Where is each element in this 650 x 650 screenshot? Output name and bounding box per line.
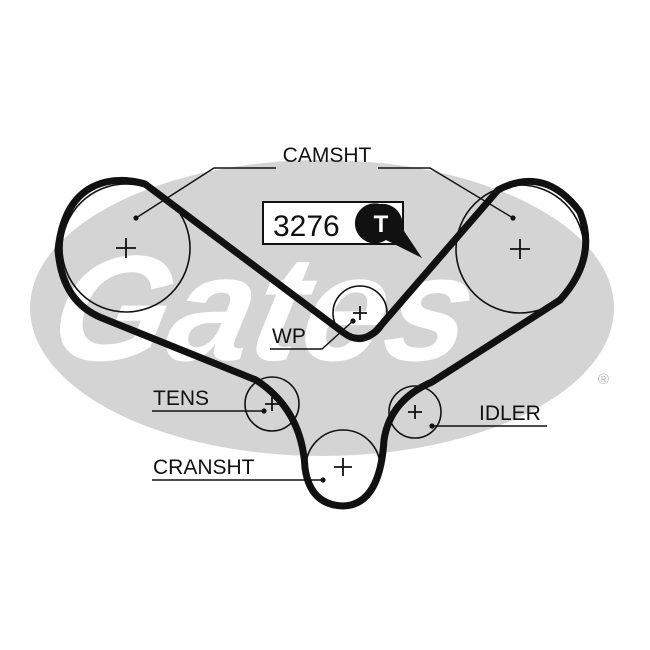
water-pump-label: WP (272, 325, 306, 348)
timing-belt (54, 176, 590, 510)
idler-pulley (388, 385, 442, 439)
watermark-oval (30, 160, 614, 456)
registered-mark: ® (598, 371, 609, 388)
camshaft-leader-right (378, 167, 514, 219)
t-badge-icon (354, 203, 422, 258)
part-number-text: 3276 (273, 210, 340, 243)
camshaft-label: CAMSHT (283, 144, 372, 167)
crankshaft-label: CRANSHT (153, 456, 255, 479)
gates-watermark-logo: Gates ® (30, 160, 614, 456)
leader-lines (135, 167, 547, 481)
camshaft-leader-left (135, 167, 276, 219)
part-number-box: 3276 T (262, 201, 422, 258)
t-badge-letter: T (374, 211, 389, 238)
idler-label: IDLER (479, 402, 541, 425)
tensioner-pulley (244, 376, 300, 432)
tensioner-label: TENS (153, 387, 209, 410)
leader-dots (133, 215, 516, 483)
water-pump-leader (270, 320, 354, 350)
pulley-center-marks (116, 238, 530, 476)
